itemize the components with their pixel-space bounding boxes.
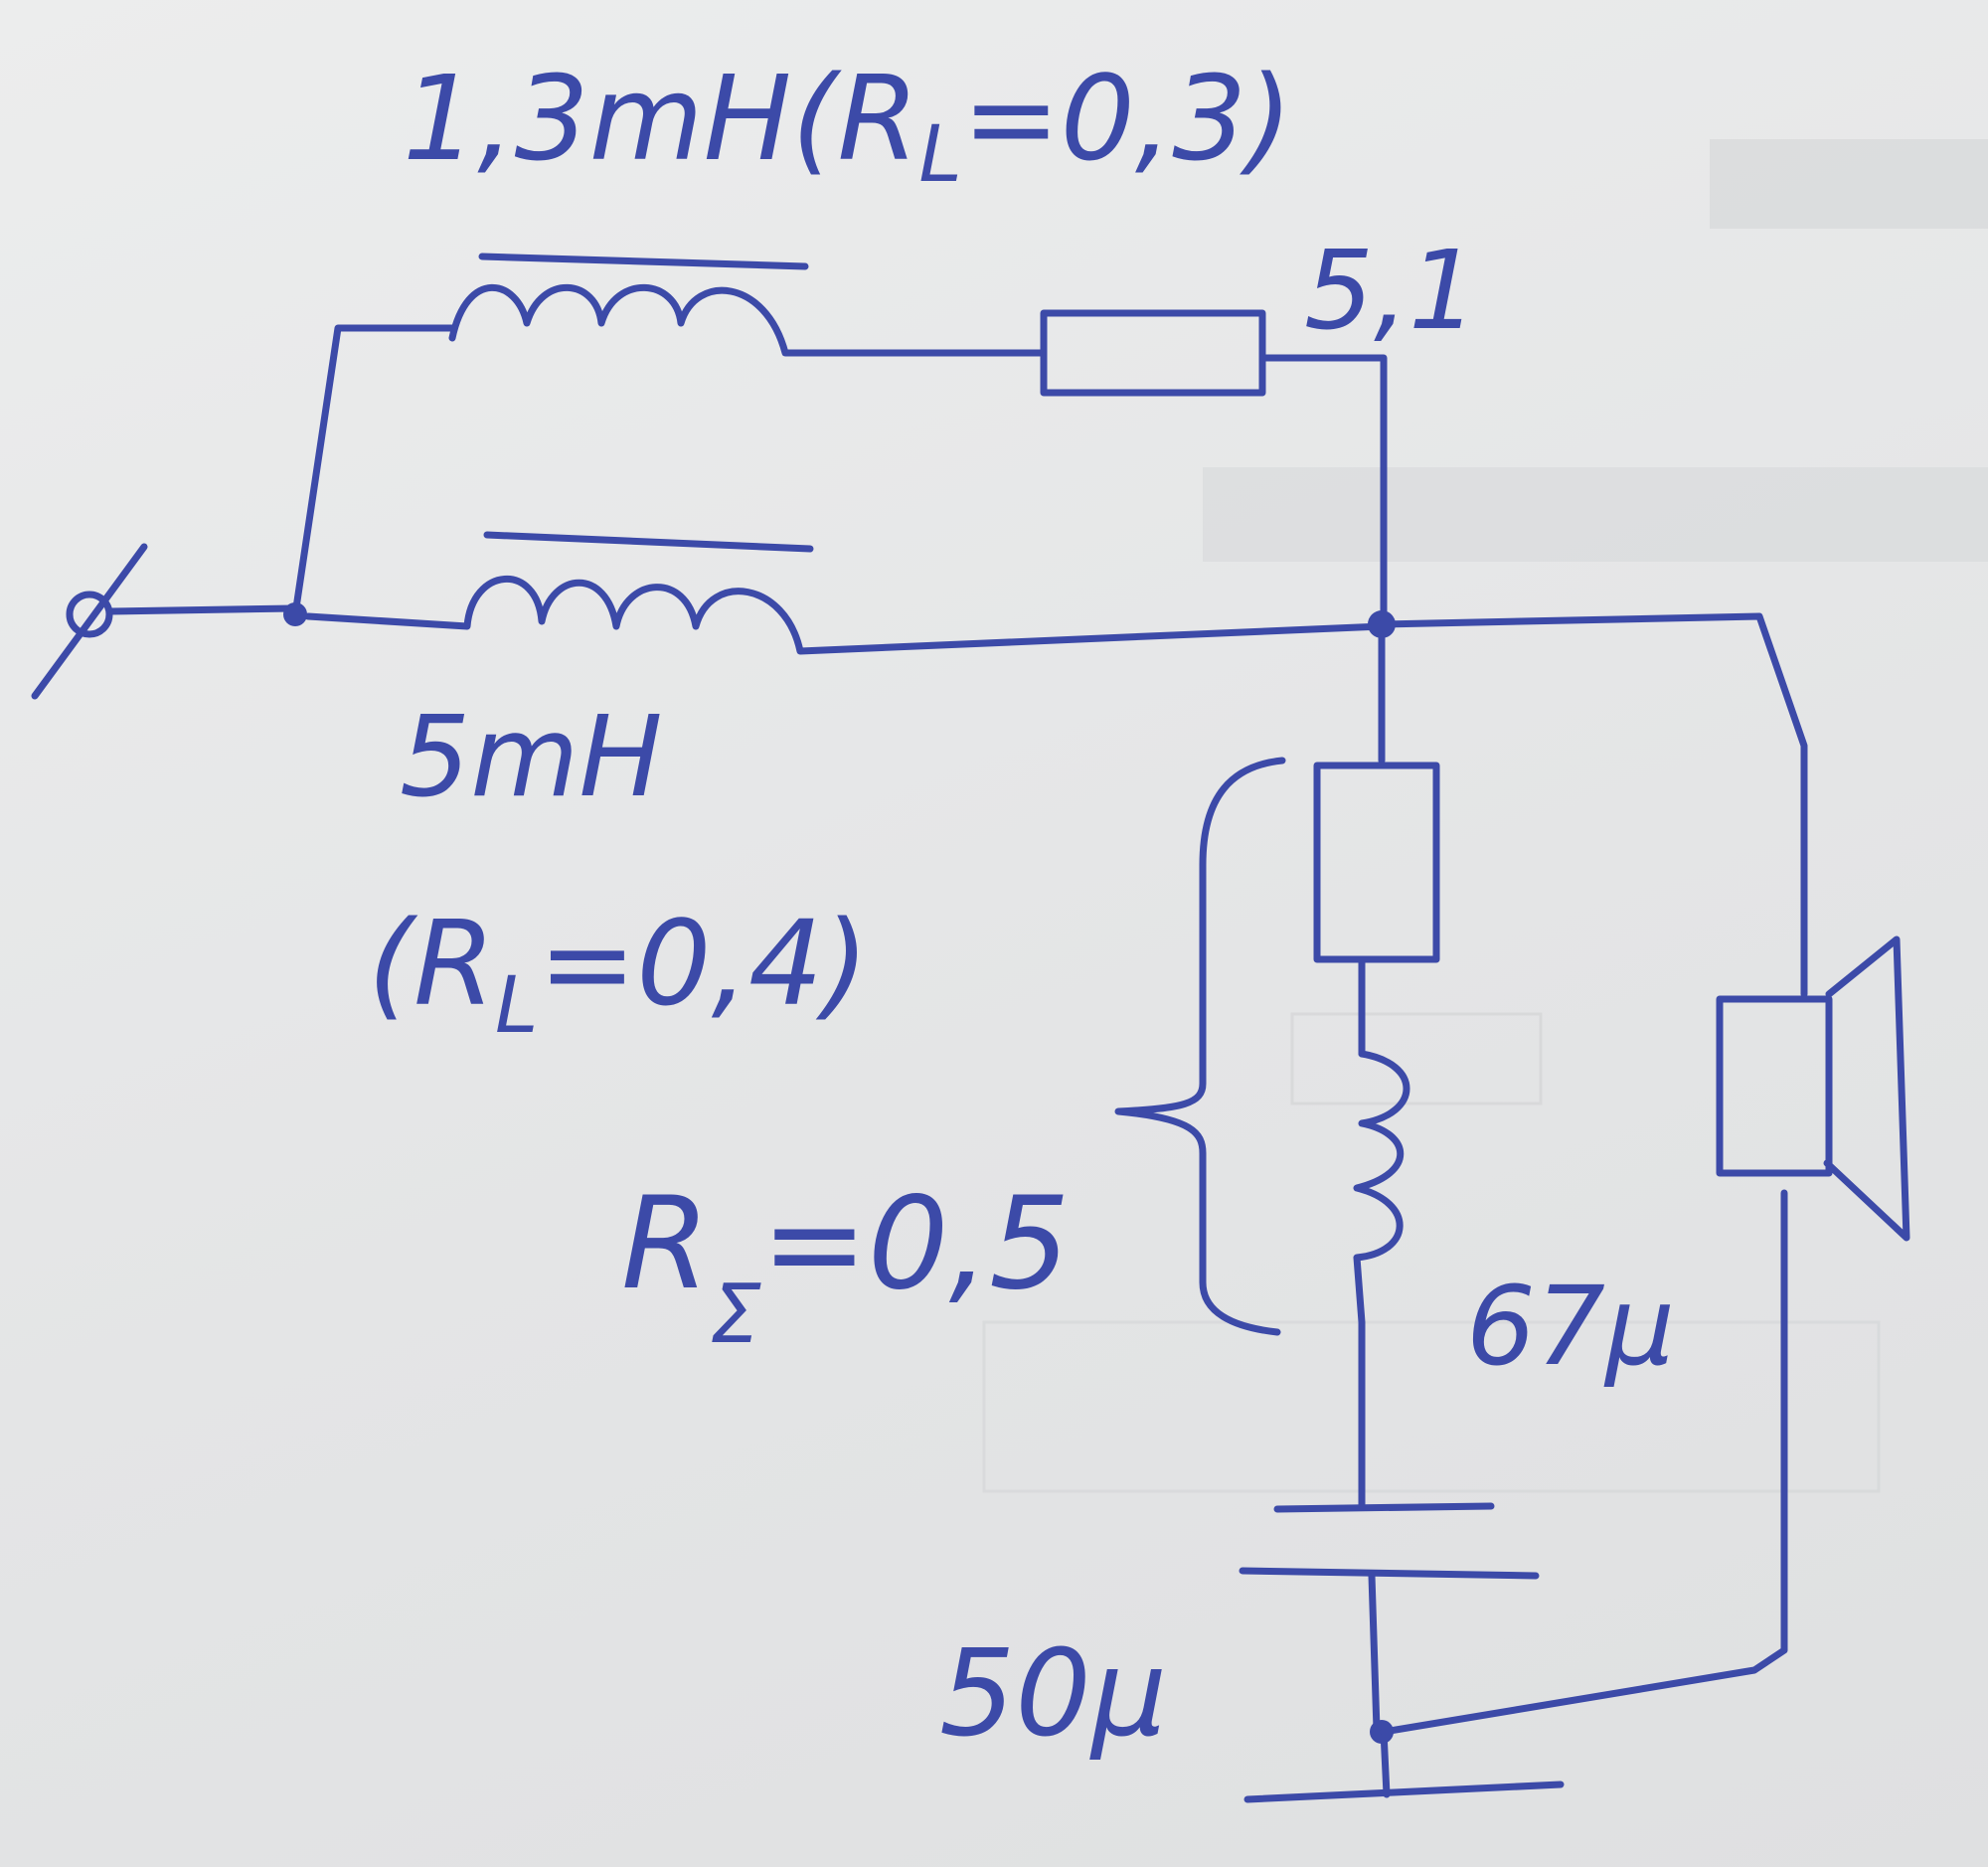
capacitor-50u bbox=[1239, 1502, 1540, 1734]
label-resistor-5-1: 5,1 bbox=[1304, 227, 1478, 354]
ground bbox=[1243, 1189, 1788, 1803]
label-inductor-5mh-resistance: (RL=0,4) bbox=[368, 895, 869, 1051]
resistor-series bbox=[1313, 762, 1440, 1058]
input-terminal bbox=[31, 543, 297, 700]
left-node bbox=[283, 324, 456, 626]
center-node bbox=[1368, 610, 1808, 998]
inductor-1-3mh bbox=[448, 253, 1048, 357]
background-show-through bbox=[982, 139, 1988, 1493]
r-sigma-brace bbox=[1114, 757, 1286, 1336]
resistor-5-1 bbox=[1040, 309, 1388, 625]
label-inductor-67u: 67μ bbox=[1466, 1263, 1675, 1390]
label-inductor-top: 1,3mH(RL=0,3) bbox=[403, 50, 1292, 200]
speaker-icon bbox=[1716, 935, 1910, 1242]
label-r-sigma: RΣ=0,5 bbox=[621, 1170, 1071, 1362]
inductor-5mh bbox=[304, 531, 1386, 655]
label-capacitor-50u: 50μ bbox=[939, 1625, 1167, 1764]
inductor-67u bbox=[1353, 1050, 1410, 1510]
label-inductor-5mh: 5mH bbox=[400, 693, 663, 822]
